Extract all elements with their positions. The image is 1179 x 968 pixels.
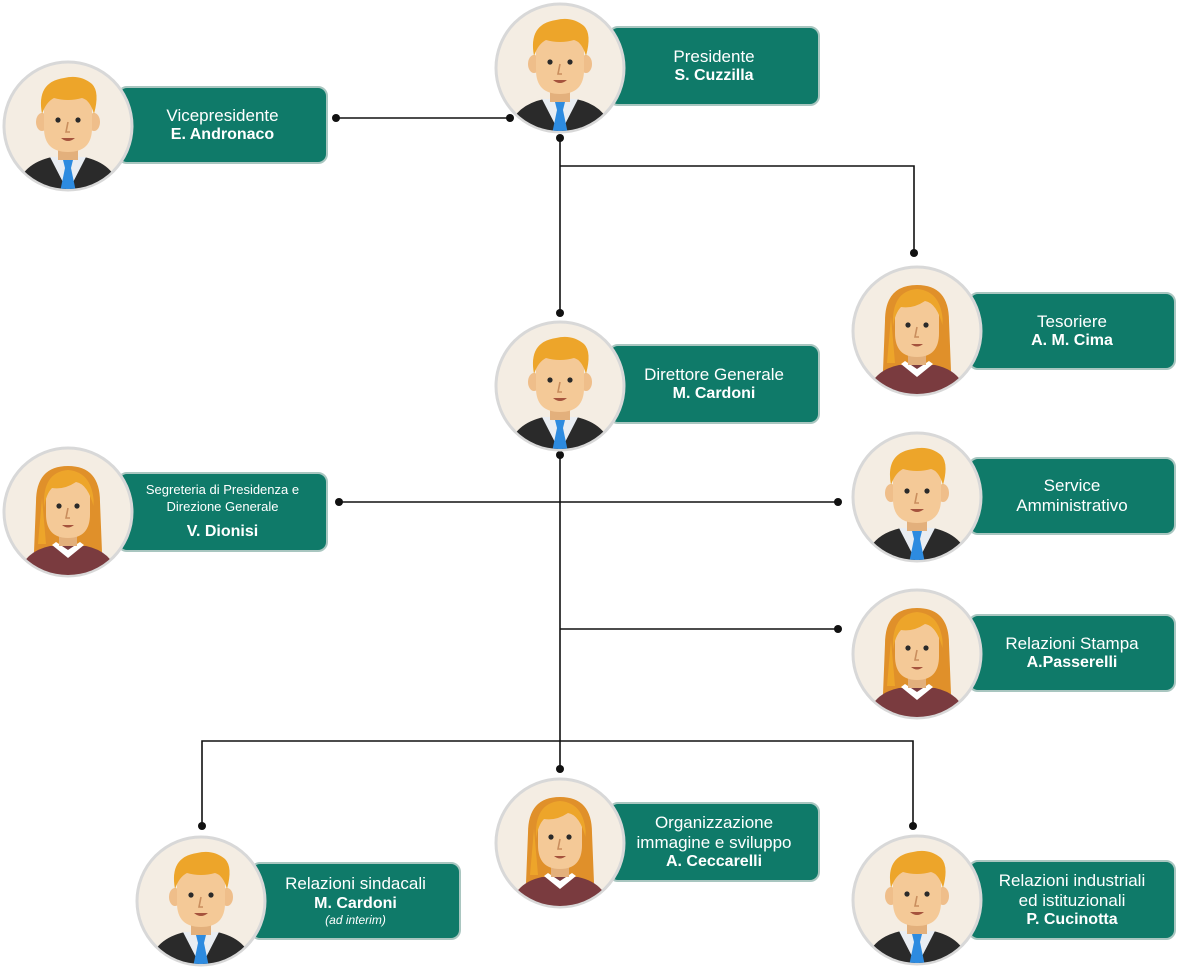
- role-service-line1: Service: [1043, 475, 1101, 495]
- woman-avatar-icon: [851, 265, 983, 397]
- connector-dot: [834, 498, 842, 506]
- name-presidente: S. Cuzzilla: [674, 66, 754, 84]
- name-direttore: M. Cardoni: [672, 384, 756, 402]
- label-box-organizzazione: Organizzazione immagine e sviluppo A. Ce…: [608, 802, 820, 882]
- role-segreteria-line1: Segreteria di Presidenza e: [145, 482, 300, 498]
- label-box-stampa: Relazioni Stampa A.Passerelli: [968, 614, 1176, 692]
- role-organizzazione-line1: Organizzazione: [654, 812, 774, 832]
- connector-dot: [198, 822, 206, 830]
- man-avatar-icon: [2, 60, 134, 192]
- label-box-direttore: Direttore Generale M. Cardoni: [608, 344, 820, 424]
- name-segreteria: V. Dionisi: [186, 522, 259, 540]
- connector-bottom-bar: [201, 740, 914, 826]
- man-avatar-icon: [135, 835, 267, 967]
- connector-dot: [909, 822, 917, 830]
- role-segreteria-line2: Direzione Generale: [166, 498, 279, 514]
- note-sindacali: (ad interim): [325, 913, 386, 928]
- role-presidente: Presidente: [673, 46, 755, 66]
- role-stampa: Relazioni Stampa: [1005, 633, 1139, 653]
- man-avatar-icon: [851, 431, 983, 563]
- role-industriali-line1: Relazioni industriali: [998, 870, 1146, 890]
- connector-dot: [556, 451, 564, 459]
- name-stampa: A.Passerelli: [1026, 653, 1118, 671]
- label-box-industriali: Relazioni industriali ed istituzionali P…: [968, 860, 1176, 940]
- role-industriali-line2: ed istituzionali: [1018, 890, 1126, 910]
- name-sindacali: M. Cardoni: [314, 894, 397, 912]
- connector-dot: [910, 249, 918, 257]
- connector-dot: [834, 625, 842, 633]
- connector-dot: [335, 498, 343, 506]
- name-industriali: P. Cucinotta: [1026, 910, 1118, 928]
- role-vicepresidente: Vicepresidente: [166, 105, 279, 125]
- name-vicepresidente: E. Andronaco: [170, 125, 275, 143]
- man-avatar-icon: [851, 834, 983, 966]
- man-avatar-icon: [494, 320, 626, 452]
- label-box-tesoriere: Tesoriere A. M. Cima: [968, 292, 1176, 370]
- woman-avatar-icon: [851, 588, 983, 720]
- woman-avatar-icon: [2, 446, 134, 578]
- connector-dot: [556, 134, 564, 142]
- role-service-line2: Amministrativo: [1016, 496, 1128, 515]
- connector-presidente-tesoriere: [560, 165, 915, 253]
- connector-dot: [332, 114, 340, 122]
- label-box-segreteria: Segreteria di Presidenza e Direzione Gen…: [117, 472, 328, 552]
- role-tesoriere: Tesoriere: [1037, 311, 1107, 331]
- name-organizzazione: A. Ceccarelli: [665, 852, 763, 870]
- woman-avatar-icon: [494, 777, 626, 909]
- label-box-vicepresidente: Vicepresidente E. Andronaco: [117, 86, 328, 164]
- label-box-sindacali: Relazioni sindacali M. Cardoni (ad inter…: [250, 862, 461, 940]
- connector-dot: [556, 309, 564, 317]
- role-direttore: Direttore Generale: [644, 364, 784, 384]
- connector-dot: [556, 765, 564, 773]
- name-tesoriere: A. M. Cima: [1031, 331, 1113, 349]
- label-box-presidente: Presidente S. Cuzzilla: [608, 26, 820, 106]
- label-box-service: Service Amministrativo: [968, 457, 1176, 535]
- role-organizzazione-line2: immagine e sviluppo: [636, 832, 792, 852]
- man-avatar-icon: [494, 2, 626, 134]
- role-sindacali: Relazioni sindacali: [285, 874, 426, 894]
- connector-dot: [506, 114, 514, 122]
